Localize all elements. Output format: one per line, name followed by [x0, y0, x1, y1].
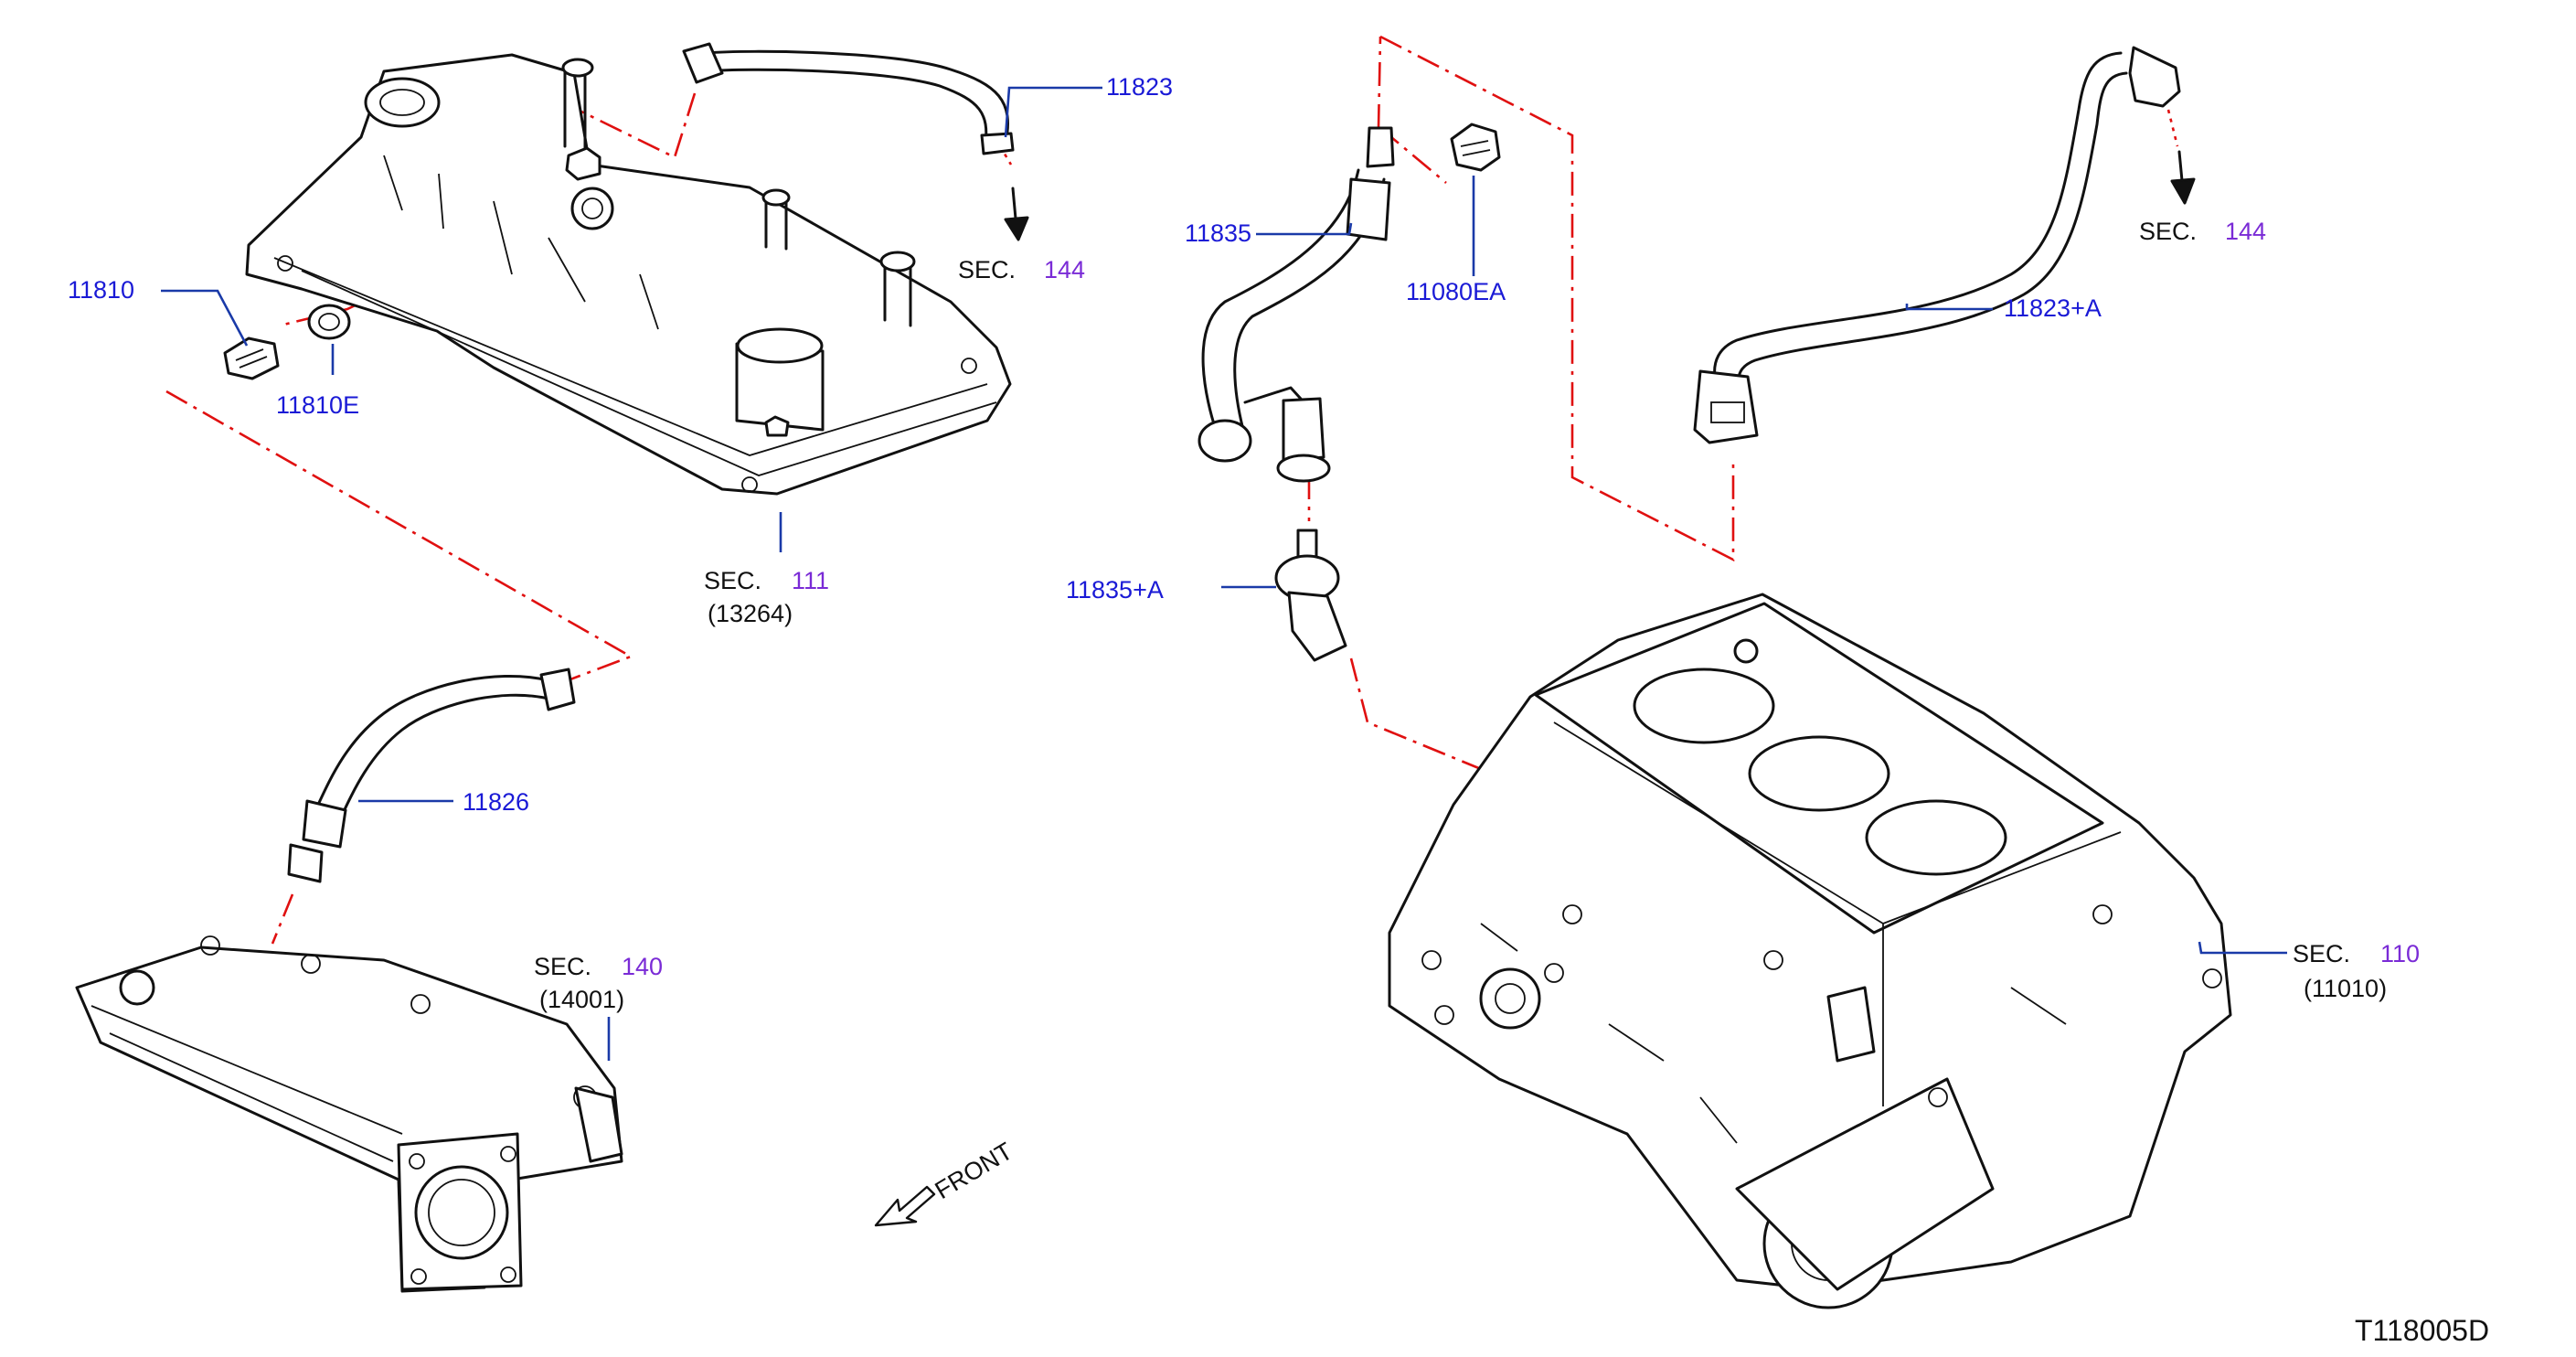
section-110[interactable]: SEC. 110 (11010): [2293, 940, 2420, 1002]
hose-11835-drawing: [1198, 126, 1395, 483]
part-label-11810: 11810: [68, 276, 134, 304]
grommet-11810e-drawing: [307, 304, 351, 340]
direction-arrows: [1004, 150, 2196, 241]
valve-11810-drawing: [223, 337, 280, 380]
hose-11823a-drawing: [1693, 46, 2181, 444]
intake-manifold-drawing: [75, 935, 623, 1293]
section-subcode: (14001): [539, 986, 624, 1013]
cap-11080ea-drawing: [1450, 123, 1501, 172]
section-prefix: SEC.: [534, 953, 591, 980]
part-label-11835: 11835: [1185, 219, 1251, 247]
section-144-left[interactable]: SEC. 144: [958, 256, 1085, 283]
hose-11823-drawing: [682, 42, 1015, 155]
front-label: FRONT: [931, 1138, 1017, 1205]
section-prefix: SEC.: [704, 567, 761, 594]
pcv-valve-11835a-drawing: [1274, 529, 1347, 662]
section-subcode: (13264): [708, 600, 793, 627]
section-subcode: (11010): [2304, 975, 2387, 1002]
part-label-11826: 11826: [463, 788, 529, 816]
section-prefix: SEC.: [2139, 218, 2197, 245]
section-140[interactable]: SEC. 140 (14001): [534, 953, 663, 1013]
leader-lines: [161, 86, 2287, 1061]
section-number[interactable]: 144: [1044, 256, 1085, 283]
connection-lines: [165, 35, 2179, 964]
section-144-right[interactable]: SEC. 144: [2139, 218, 2266, 245]
section-number[interactable]: 144: [2225, 218, 2266, 245]
front-arrow-icon: [874, 1185, 936, 1227]
section-number[interactable]: 111: [792, 567, 829, 594]
part-label-11823: 11823: [1106, 73, 1173, 101]
part-label-11080ea: 11080EA: [1406, 278, 1506, 305]
part-label-11810e: 11810E: [276, 391, 359, 419]
rocker-cover-drawing: [245, 53, 1012, 496]
section-111[interactable]: SEC. 111 (13264): [704, 567, 829, 627]
section-prefix: SEC.: [958, 256, 1016, 283]
diagram-code: T118005D: [2355, 1314, 2489, 1347]
section-number[interactable]: 140: [622, 953, 663, 980]
engine-block-drawing: [1388, 593, 2232, 1309]
hose-11826-drawing: [287, 668, 576, 883]
section-number[interactable]: 110: [2380, 940, 2420, 967]
section-prefix: SEC.: [2293, 940, 2350, 967]
part-label-11835a: 11835+A: [1066, 576, 1164, 604]
part-label-11823a: 11823+A: [2004, 294, 2102, 322]
